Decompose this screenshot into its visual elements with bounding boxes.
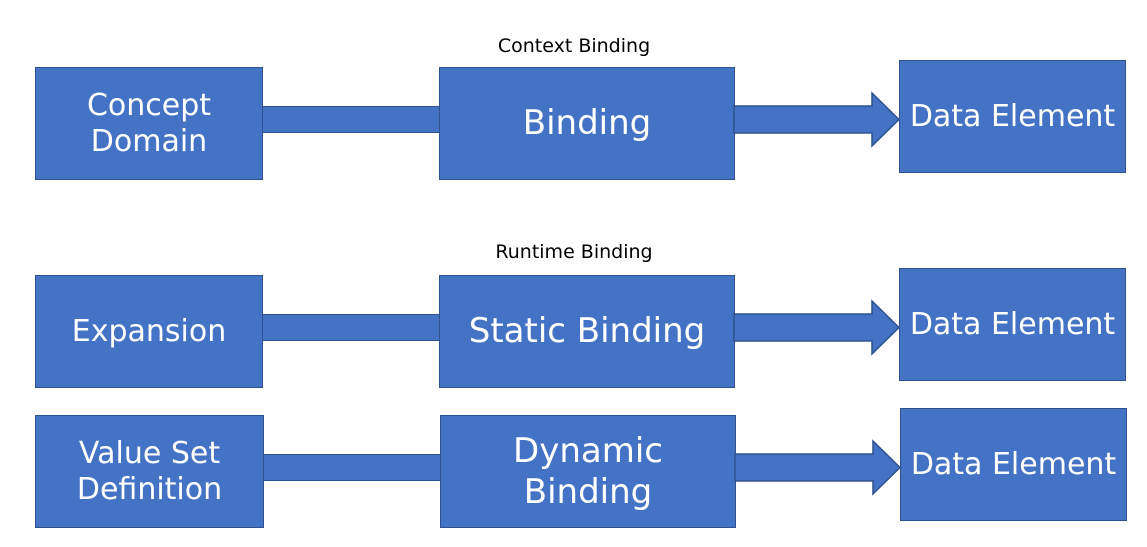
context-binding-label: Context Binding bbox=[497, 35, 651, 57]
arrow-right bbox=[733, 91, 901, 148]
runtime-binding-label: Runtime Binding bbox=[495, 241, 653, 263]
expansion-label: Expansion bbox=[71, 313, 227, 349]
arrow-right bbox=[733, 299, 901, 356]
data-element-label: Data Element bbox=[909, 306, 1116, 342]
data-element-box: Data Element bbox=[900, 408, 1127, 521]
concept-domain-label: Concept Domain bbox=[86, 87, 212, 159]
binding-label: Binding bbox=[522, 103, 652, 144]
static-binding-box: Static Binding bbox=[439, 275, 735, 388]
connector-line bbox=[263, 454, 441, 481]
dynamic-binding-label: Dynamic Binding bbox=[513, 430, 663, 512]
arrow-right bbox=[734, 439, 902, 496]
connector-line bbox=[262, 106, 440, 133]
static-binding-label: Static Binding bbox=[468, 311, 706, 352]
value-set-definition-box: Value Set Definition bbox=[35, 415, 264, 528]
data-element-label: Data Element bbox=[910, 446, 1117, 482]
data-element-box: Data Element bbox=[899, 60, 1126, 173]
value-set-definition-label: Value Set Definition bbox=[76, 435, 223, 507]
expansion-box: Expansion bbox=[35, 275, 263, 388]
data-element-box: Data Element bbox=[899, 268, 1126, 381]
connector-line bbox=[262, 314, 440, 341]
dynamic-binding-box: Dynamic Binding bbox=[440, 415, 736, 528]
concept-domain-box: Concept Domain bbox=[35, 67, 263, 180]
binding-box: Binding bbox=[439, 67, 735, 180]
data-element-label: Data Element bbox=[909, 98, 1116, 134]
